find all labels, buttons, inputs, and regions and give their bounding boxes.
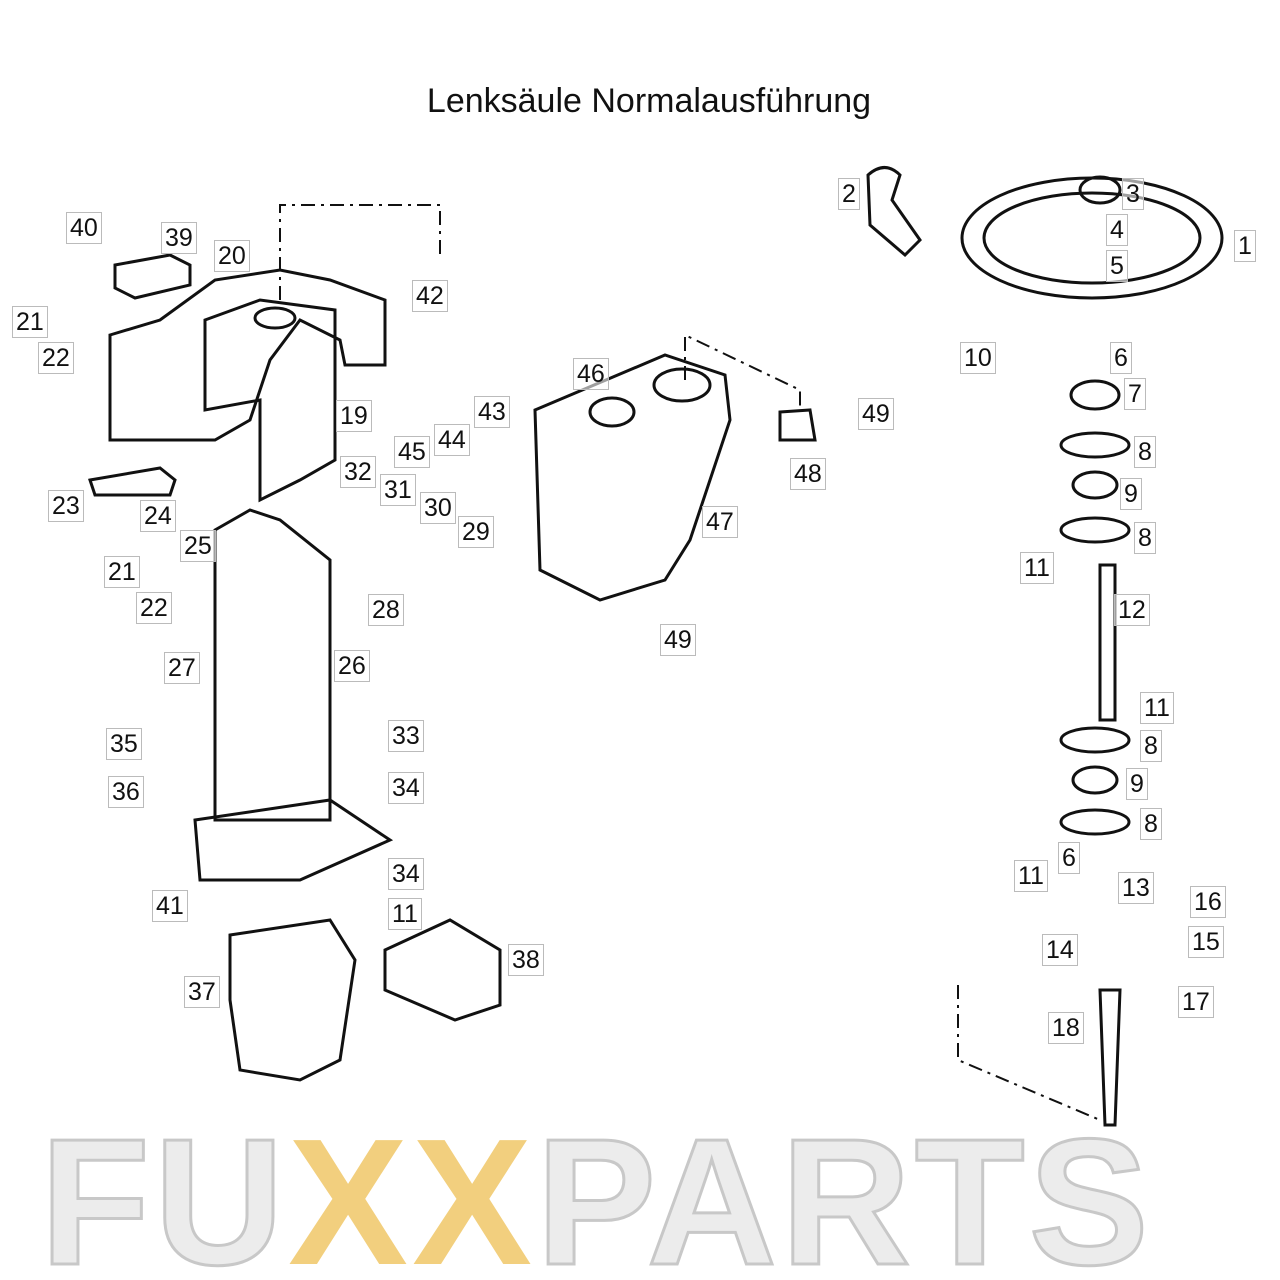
part-label-43: 43 — [474, 396, 510, 428]
part-label-41: 41 — [152, 890, 188, 922]
part-label-26: 26 — [334, 650, 370, 682]
part-label-3: 3 — [1122, 178, 1144, 210]
part-label-5: 5 — [1106, 250, 1128, 282]
lever-part-23 — [88, 466, 177, 497]
part-label-47: 47 — [702, 506, 738, 538]
part-label-2: 2 — [838, 178, 860, 210]
watermark-part3: PARTS — [535, 1102, 1153, 1280]
part-label-11: 11 — [388, 898, 422, 930]
part-label-15: 15 — [1188, 926, 1224, 958]
watermark-logo: FUXXPARTS — [39, 1111, 1153, 1280]
bracket-part-19 — [203, 298, 337, 503]
block-part-38 — [383, 918, 502, 1022]
part-label-44: 44 — [434, 424, 470, 456]
part-label-9b: 9 — [1126, 768, 1148, 800]
part-label-35: 35 — [106, 728, 142, 760]
part-label-11c: 11 — [1140, 692, 1174, 724]
clip-part-48 — [778, 408, 817, 442]
cover-part-20 — [108, 268, 387, 442]
part-label-34: 34 — [388, 772, 424, 804]
column-tube-part-26 — [213, 508, 332, 822]
part-label-42: 42 — [412, 280, 448, 312]
part-label-10: 10 — [960, 342, 996, 374]
part-label-28: 28 — [368, 594, 404, 626]
part-label-30: 30 — [420, 492, 456, 524]
part-label-9: 9 — [1120, 478, 1142, 510]
part-label-24: 24 — [140, 500, 176, 532]
part-label-16: 16 — [1190, 886, 1226, 918]
part-label-39: 39 — [161, 222, 197, 254]
part-label-7: 7 — [1124, 378, 1146, 410]
part-label-45: 45 — [394, 436, 430, 468]
part-label-40: 40 — [66, 212, 102, 244]
part-label-38: 38 — [508, 944, 544, 976]
part-label-11d: 11 — [1014, 860, 1048, 892]
part-label-37: 37 — [184, 976, 220, 1008]
part-label-25: 25 — [180, 530, 216, 562]
knob-part-2 — [866, 166, 922, 258]
shaft-part-18 — [1098, 988, 1122, 1127]
part-label-36: 36 — [108, 776, 144, 808]
part-label-27: 27 — [164, 652, 200, 684]
part-label-31: 31 — [380, 474, 416, 506]
part-label-18: 18 — [1048, 1012, 1084, 1044]
column-base-part-41 — [193, 798, 394, 882]
part-label-8d: 8 — [1140, 808, 1162, 840]
part-label-29: 29 — [458, 516, 494, 548]
steering-wheel-part-1 — [960, 176, 1224, 300]
part-label-8b: 8 — [1134, 522, 1156, 554]
part-label-8: 8 — [1134, 436, 1156, 468]
part-label-22: 22 — [38, 342, 74, 374]
part-label-21b: 21 — [104, 556, 140, 588]
part-label-19: 19 — [336, 400, 372, 432]
part-label-6: 6 — [1110, 342, 1132, 374]
part-label-23: 23 — [48, 490, 84, 522]
part-label-20: 20 — [214, 240, 250, 272]
part-label-49b: 49 — [660, 624, 696, 656]
steering-unit-part-37 — [228, 918, 357, 1082]
part-label-14: 14 — [1042, 934, 1078, 966]
part-label-34b: 34 — [388, 858, 424, 890]
part-label-49: 49 — [858, 398, 894, 430]
part-label-8c: 8 — [1140, 730, 1162, 762]
switch-part-39 — [113, 253, 192, 300]
part-label-6b: 6 — [1058, 842, 1080, 874]
watermark-part1: FU — [39, 1102, 288, 1280]
diagram-title: Lenksäule Normalausführung — [426, 82, 872, 120]
part-label-1: 1 — [1234, 230, 1256, 262]
part-label-11b: 11 — [1020, 552, 1054, 584]
part-label-4: 4 — [1106, 214, 1128, 246]
housing-part-47 — [533, 353, 732, 602]
watermark-part2: XX — [287, 1102, 537, 1280]
part-label-32: 32 — [340, 456, 376, 488]
part-label-46: 46 — [573, 358, 609, 390]
part-label-12: 12 — [1114, 594, 1150, 626]
shaft-part-12 — [1098, 563, 1117, 722]
part-label-33: 33 — [388, 720, 424, 752]
part-label-22b: 22 — [136, 592, 172, 624]
part-label-21: 21 — [12, 306, 48, 338]
part-label-48: 48 — [790, 458, 826, 490]
part-label-17: 17 — [1178, 986, 1214, 1018]
part-label-13: 13 — [1118, 872, 1154, 904]
